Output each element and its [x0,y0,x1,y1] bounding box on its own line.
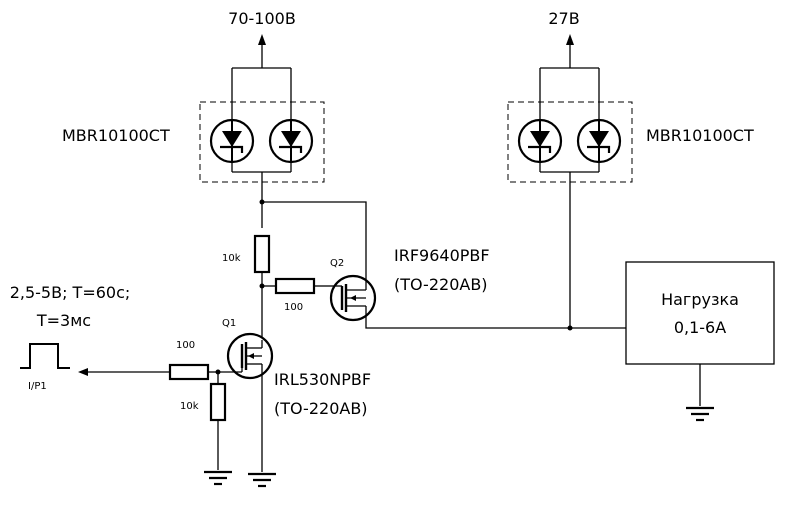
q1-package-label: (TO-220AB) [274,399,368,418]
supply-high-label: 70-100В [228,9,296,28]
diode-pair-left: MBR10100CT [62,67,325,183]
diode-pair-right: MBR10100CT [507,67,754,183]
diode-symbol-icon [268,118,314,164]
input-spec-line2: Т=3мс [36,311,91,330]
q1-pulldown-label: 10k [180,401,199,412]
input-port-label: I/P1 [28,381,47,392]
diode-symbol-icon [517,118,563,164]
q1-gate-resistor-label: 100 [176,340,195,351]
input-spec-line1: 2,5-5В; T=60с; [10,283,131,302]
arrow-left-icon [78,368,88,376]
load-label-line1: Нагрузка [661,290,739,309]
ground-icon [202,470,234,486]
diode-symbol-icon [576,118,622,164]
arrow-up-icon [566,34,574,45]
q2-mosfet: Q2 IRF9640PBF (TO-220AB) [329,246,490,322]
load-block: Нагрузка 0,1-6А [625,261,775,365]
pulse-waveform-icon [20,343,70,369]
junction-dot [567,325,573,331]
diode-pair-right-label: MBR10100CT [646,126,754,145]
arrow-up-icon [258,34,266,45]
q1-pulldown-resistor: 10k [180,372,227,470]
ground-icon [246,472,278,488]
diode-symbol-icon [209,118,255,164]
q2-part-label: IRF9640PBF [394,246,490,265]
diode-pair-left-label: MBR10100CT [62,126,170,145]
q2-gate-resistor: 100 [262,277,330,313]
q1-ref-label: Q1 [222,318,236,329]
q1-part-label: IRL530NPBF [274,370,371,389]
q1-gate-resistor: 100 [168,340,218,381]
q2-pullup-resistor: 10k [222,234,271,274]
q1-mosfet: Q1 IRL530NPBF (TO-220AB) [222,318,371,418]
q2-ref-label: Q2 [330,258,344,269]
supply-low-group: 27В [548,9,580,68]
load-label-line2: 0,1-6А [674,318,726,337]
supply-low-label: 27В [548,9,579,28]
q2-pullup-label: 10k [222,253,241,264]
ground-icon [684,406,716,422]
input-signal-group: I/P1 2,5-5В; T=60с; Т=3мс [10,283,170,392]
q2-package-label: (TO-220AB) [394,275,488,294]
supply-high-group: 70-100В [228,9,296,68]
q2-gate-resistor-label: 100 [284,302,303,313]
